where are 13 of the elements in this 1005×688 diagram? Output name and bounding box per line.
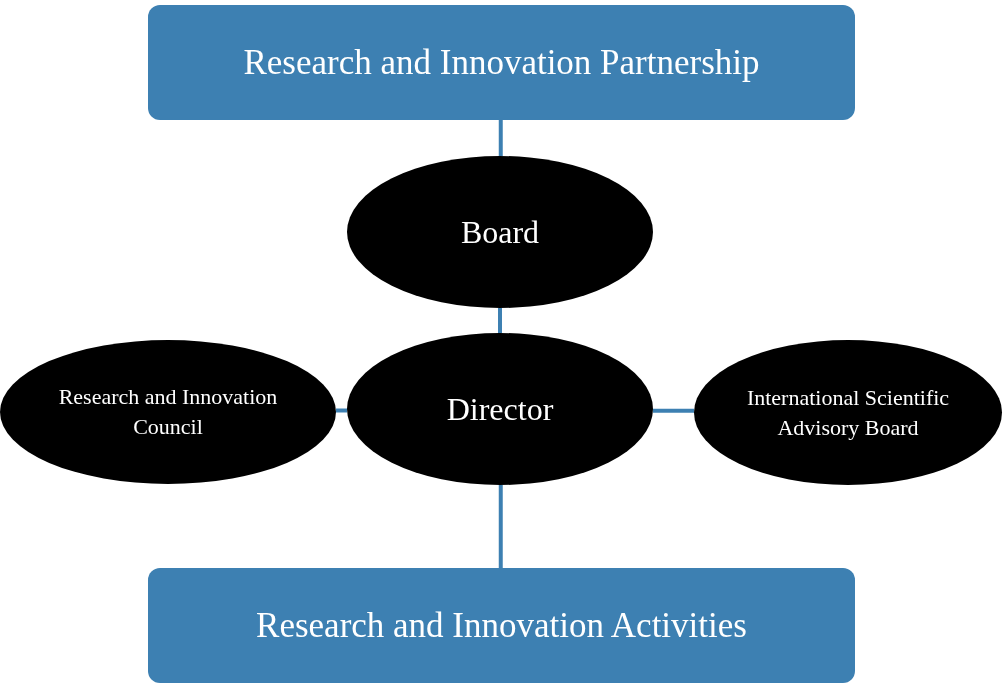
- node-label: Research and Innovation Partnership: [243, 41, 760, 84]
- node-label: Research and Innovation Activities: [256, 604, 747, 647]
- node-label: Board: [460, 212, 540, 252]
- title-banner: [148, 568, 855, 683]
- title-banner: [148, 5, 855, 120]
- node-label: Director: [446, 389, 554, 429]
- connector-line: [498, 485, 503, 568]
- connector-line: [498, 308, 502, 333]
- connector-line: [498, 120, 503, 156]
- connector-line: [335, 408, 348, 413]
- connector-line: [652, 408, 695, 413]
- node-label: Research and Innovation Council: [57, 383, 279, 441]
- node-label: International Scientific Advisory Board: [745, 383, 951, 442]
